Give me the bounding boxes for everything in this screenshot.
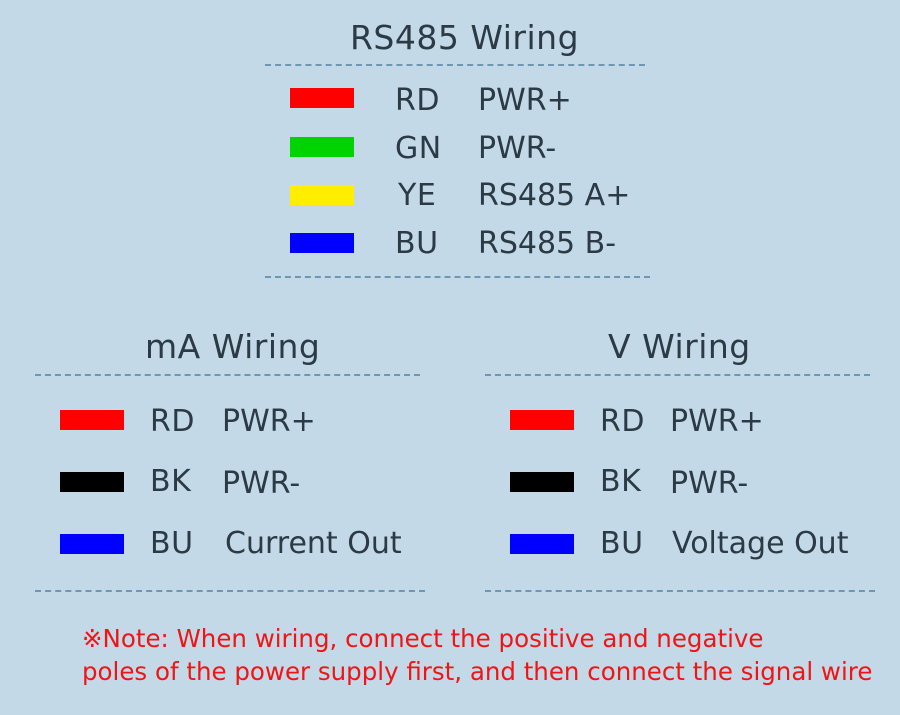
v-title: V Wiring bbox=[608, 327, 751, 366]
rs485-wire-code: YE bbox=[398, 178, 437, 213]
rs485-wire-function: PWR+ bbox=[478, 83, 572, 118]
ma-title: mA Wiring bbox=[145, 327, 321, 366]
ma-top-divider bbox=[35, 374, 420, 376]
v-wire-function: Voltage Out bbox=[672, 526, 849, 561]
v-wire-swatch-red bbox=[510, 410, 574, 430]
rs485-wire-code: GN bbox=[395, 131, 442, 166]
rs485-wire-code: RD bbox=[395, 83, 440, 118]
rs485-wire-code: BU bbox=[395, 226, 439, 261]
v-wire-code: BU bbox=[600, 526, 644, 561]
v-wire-code: BK bbox=[600, 464, 642, 499]
v-top-divider bbox=[485, 374, 870, 376]
ma-wire-function: PWR+ bbox=[222, 404, 316, 439]
rs485-top-divider bbox=[265, 64, 645, 66]
ma-bottom-divider bbox=[35, 590, 425, 592]
note-line-2: poles of the power supply first, and the… bbox=[82, 657, 873, 686]
rs485-wire-function: RS485 A+ bbox=[478, 178, 631, 213]
v-wire-function: PWR- bbox=[670, 466, 749, 501]
v-bottom-divider bbox=[485, 590, 875, 592]
rs485-wire-swatch-red bbox=[290, 88, 354, 108]
ma-wire-swatch-red bbox=[60, 410, 124, 430]
ma-wire-function: PWR- bbox=[222, 466, 301, 501]
note-line-1: ※Note: When wiring, connect the positive… bbox=[82, 624, 764, 653]
rs485-wire-swatch-green bbox=[290, 137, 354, 157]
rs485-wire-swatch-blue bbox=[290, 233, 354, 253]
rs485-wire-swatch-yellow bbox=[290, 185, 354, 205]
v-wire-function: PWR+ bbox=[670, 404, 764, 439]
ma-wire-swatch-black bbox=[60, 472, 124, 492]
ma-wire-code: RD bbox=[150, 404, 195, 439]
v-wire-code: RD bbox=[600, 404, 645, 439]
v-wire-swatch-blue bbox=[510, 534, 574, 554]
ma-wire-swatch-blue bbox=[60, 534, 124, 554]
ma-wire-function: Current Out bbox=[225, 526, 402, 561]
rs485-bottom-divider bbox=[265, 276, 650, 278]
ma-wire-code: BU bbox=[150, 526, 194, 561]
ma-wire-code: BK bbox=[150, 464, 192, 499]
rs485-wire-function: PWR- bbox=[478, 131, 557, 166]
rs485-wire-function: RS485 B- bbox=[478, 226, 617, 261]
v-wire-swatch-black bbox=[510, 472, 574, 492]
rs485-title: RS485 Wiring bbox=[350, 18, 580, 57]
